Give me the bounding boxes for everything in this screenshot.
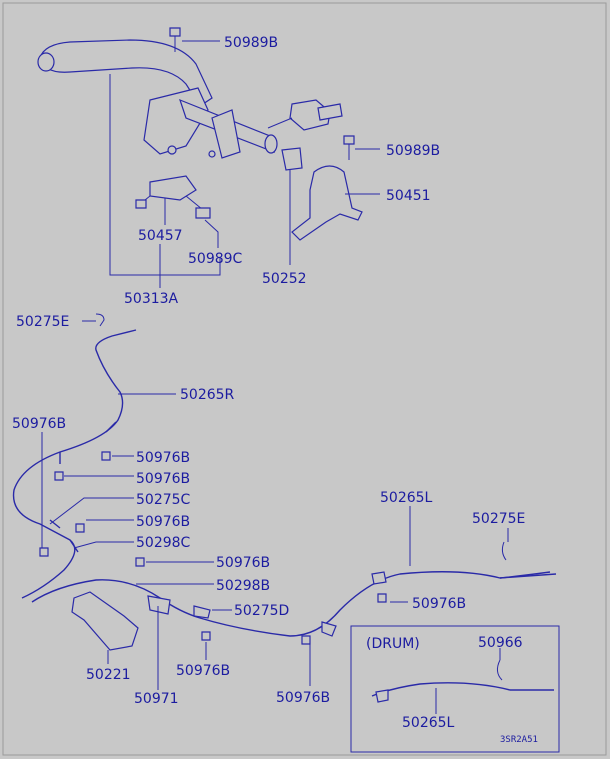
cable-drawings [12,313,557,651]
callout-bolt-d: 50976B [216,555,270,571]
callout-bolt-f: 50976B [176,663,230,679]
callout-cable-rh: 50265R [180,387,235,403]
callout-clip-d: 50275D [234,603,289,619]
callout-bolt-left: 50976B [12,416,66,432]
callout-switch-bolt: 50989C [188,251,243,267]
callout-bolt-b: 50976B [136,471,190,487]
callout-bolt-a: 50976B [136,450,190,466]
callout-clamp-298b: 50298B [216,578,270,594]
callout-bracket: 50451 [386,188,431,204]
drum-inset-title: (DRUM) [366,636,420,652]
callout-clip-c: 50275C [136,492,191,508]
callout-bushing: 50252 [262,271,307,287]
callout-top-bolt-2: 50989B [386,143,440,159]
callout-bolt-c: 50976B [136,514,190,530]
callout-lever-assy: 50313A [124,291,179,307]
bottom-leader-lines [41,393,509,690]
callout-drum-cable: 50265L [402,715,455,731]
callout-drum-part: 50966 [478,635,523,651]
callout-switch: 50457 [138,228,183,244]
lever-assembly-drawing [37,27,363,241]
top-leader-lines [109,40,380,288]
callout-cable-end-rear: 50275E [472,511,525,527]
callout-bolt-e: 50976B [412,596,466,612]
drum-inset [350,625,560,753]
callout-bracket-221: 50221 [86,667,131,683]
callout-cable-end-front: 50275E [16,314,69,330]
diagram-code: 3SR2A51 [500,735,538,745]
callout-bolt-g: 50976B [276,690,330,706]
callout-clamp-298c: 50298C [136,535,191,551]
callout-cable-lh: 50265L [380,490,433,506]
callout-equalizer: 50971 [134,691,179,707]
callout-top-bolt-1: 50989B [224,35,278,51]
